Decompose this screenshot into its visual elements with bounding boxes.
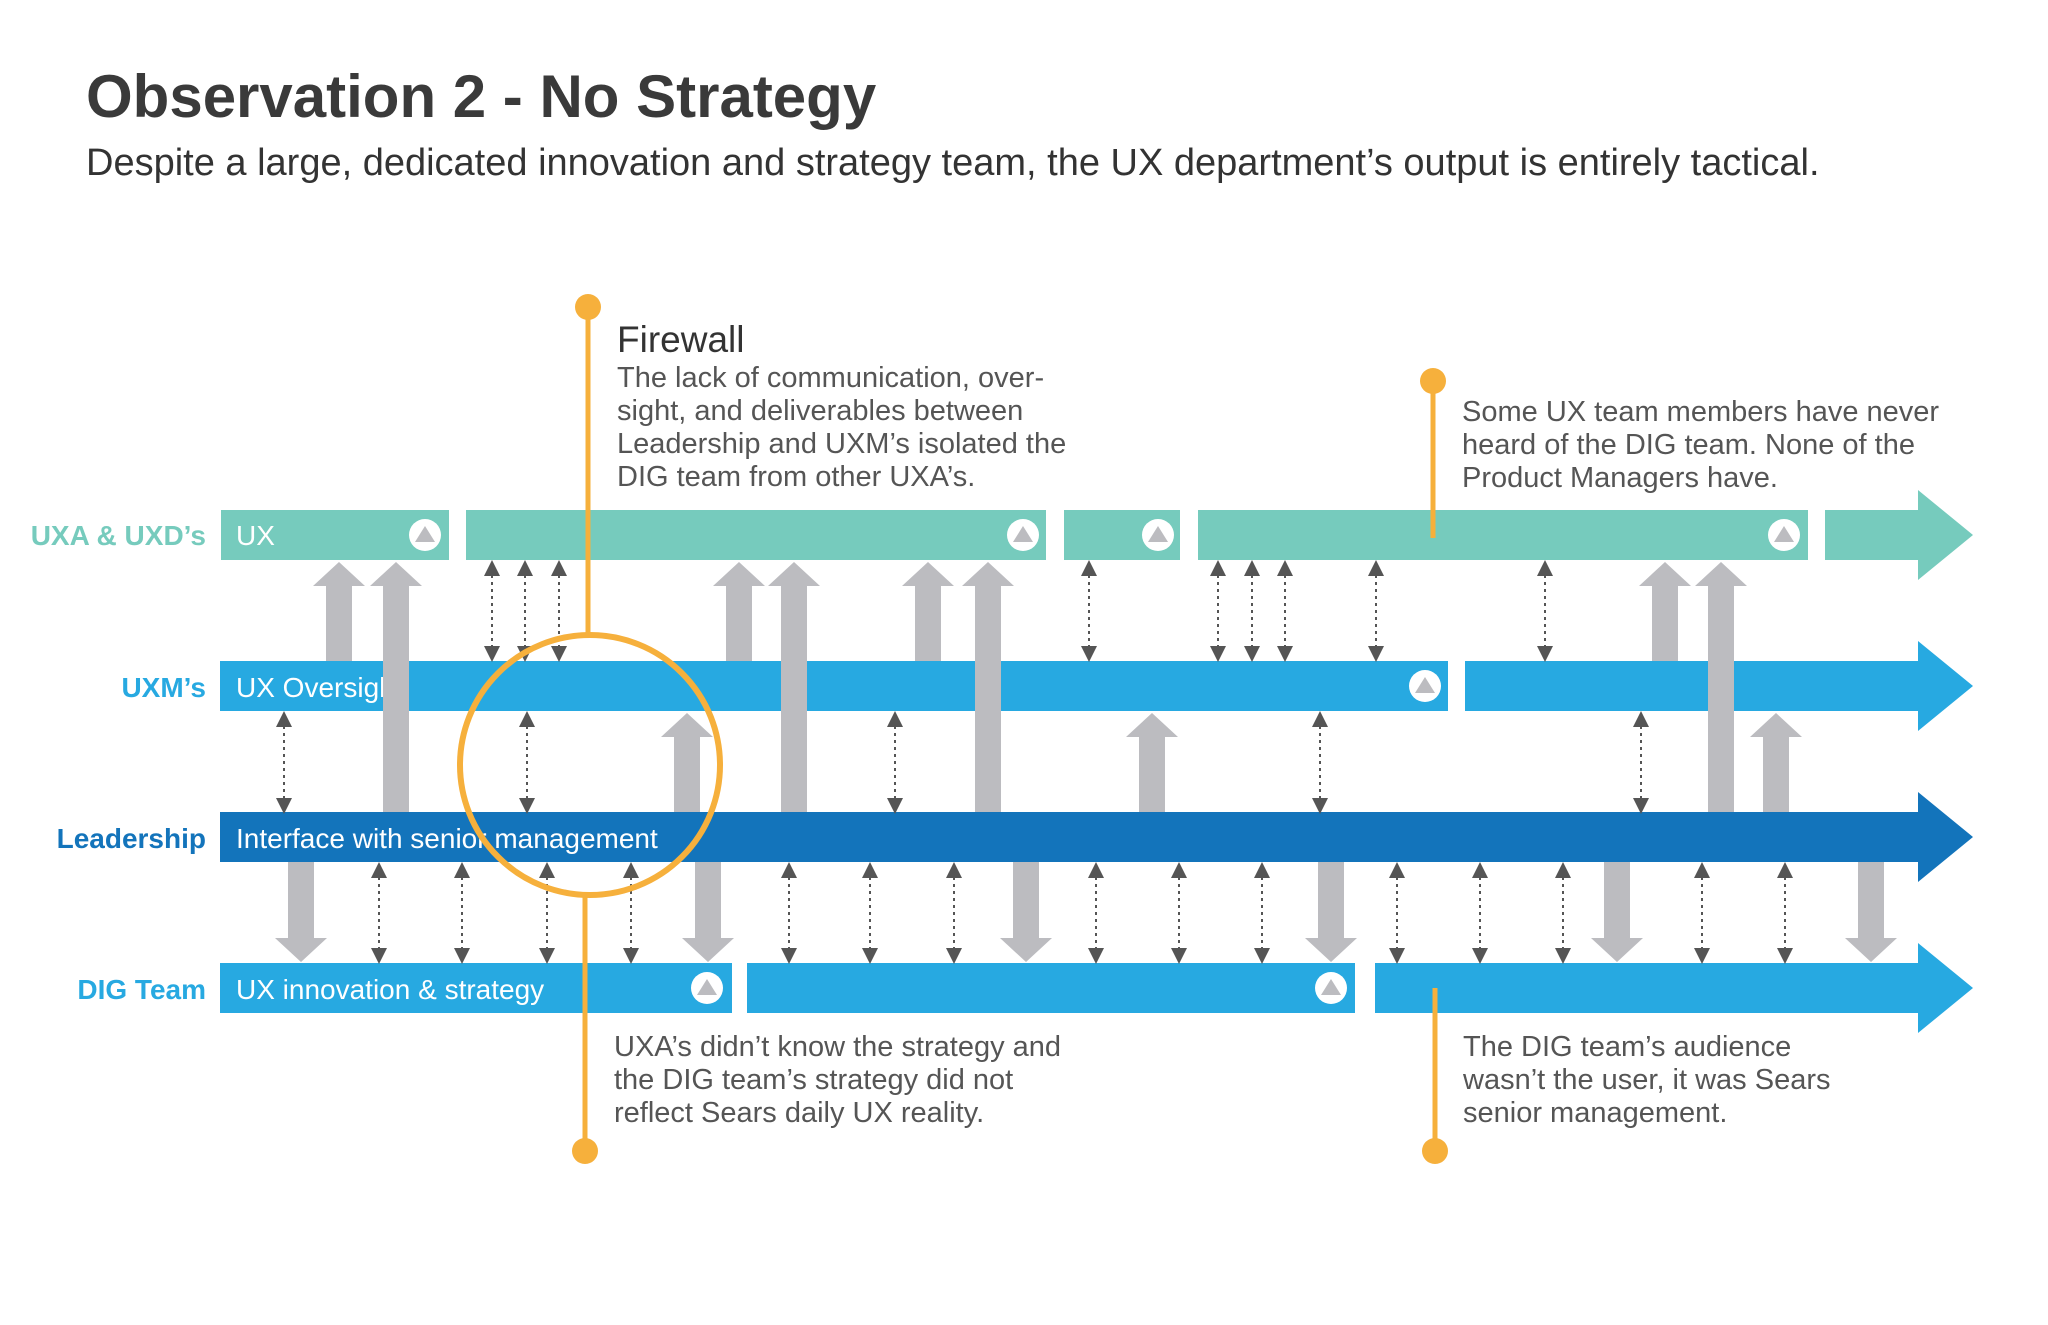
dig-arrow-head xyxy=(1375,943,1973,1033)
gray-flow-arrow xyxy=(1000,862,1052,962)
callout-dot-icon xyxy=(575,294,601,320)
gray-flow-arrow xyxy=(902,562,954,661)
callout-dot-icon xyxy=(1420,368,1446,394)
lane-label-leadership: Leadership xyxy=(57,823,206,854)
gray-flow-arrow xyxy=(1695,562,1747,812)
gray-flow-arrow xyxy=(370,562,422,812)
gray-flow-arrow xyxy=(275,862,327,962)
note-line: wasn’t the user, it was Sears xyxy=(1463,1064,1831,1096)
lane-dig: UX innovation & strategy xyxy=(220,943,1973,1033)
triangle-badges xyxy=(409,519,1800,1004)
gray-flow-arrow xyxy=(682,862,734,962)
triangle-up-icon xyxy=(1148,526,1168,542)
leadership-arrow xyxy=(220,792,1973,882)
note-line: Some UX team members have never xyxy=(1462,396,1940,428)
page-title: Observation 2 - No Strategy xyxy=(86,63,877,130)
firewall-ring xyxy=(457,632,723,898)
callout-audience xyxy=(1422,988,1448,1164)
gray-flow-arrows xyxy=(275,562,1897,962)
note-line: sight, and deliverables between xyxy=(617,395,1024,427)
note-line: reflect Sears daily UX reality. xyxy=(614,1097,985,1129)
note-line: DIG team from other UXA’s. xyxy=(617,461,976,493)
triangle-up-icon xyxy=(1774,526,1794,542)
gray-flow-arrow xyxy=(1126,713,1178,812)
uxm-bar-label: UX Oversight xyxy=(236,672,403,703)
note-line: Product Managers have. xyxy=(1462,462,1778,494)
triangle-up-icon xyxy=(697,979,717,995)
lane-label-dig: DIG Team xyxy=(77,974,206,1005)
triangle-up-icon xyxy=(1013,526,1033,542)
lane-leadership: Interface with senior management xyxy=(220,792,1973,882)
triangle-up-icon xyxy=(1415,677,1435,693)
uxa-bar-segment xyxy=(1198,510,1808,560)
callout-dot-icon xyxy=(1422,1138,1448,1164)
leadership-bar-label: Interface with senior management xyxy=(236,823,658,854)
note-line: The lack of communication, over- xyxy=(617,362,1045,394)
didnt-know-note: UXA’s didn’t know the strategy and the D… xyxy=(614,1031,1154,1130)
callout-didnt-know xyxy=(572,895,598,1164)
dotted-arrows xyxy=(276,560,1793,964)
uxm-bar-segment xyxy=(220,661,1448,711)
note-line: UXA’s didn’t know the strategy and xyxy=(614,1031,1062,1063)
uxa-arrow-head xyxy=(1825,490,1973,580)
lane-uxa: UX xyxy=(221,490,1973,580)
gray-flow-arrow xyxy=(1305,862,1357,962)
firewall-note: Firewall The lack of communication, over… xyxy=(617,318,1137,494)
firewall-title: Firewall xyxy=(617,319,745,360)
gray-flow-arrow xyxy=(1639,562,1691,661)
gray-flow-arrow xyxy=(1750,713,1802,812)
callout-never-heard xyxy=(1420,368,1446,538)
dig-bar-segment xyxy=(220,963,732,1013)
note-line: the DIG team’s strategy did not xyxy=(614,1064,1014,1096)
dig-bar-segment xyxy=(747,963,1355,1013)
gray-flow-arrow xyxy=(313,562,365,661)
triangle-up-icon xyxy=(415,526,435,542)
note-line: The DIG team’s audience xyxy=(1463,1031,1792,1063)
triangle-up-icon xyxy=(1321,979,1341,995)
callout-dot-icon xyxy=(572,1138,598,1164)
callout-firewall xyxy=(457,294,723,898)
gray-flow-arrow xyxy=(661,713,713,812)
note-line: senior management. xyxy=(1463,1097,1728,1129)
never-heard-note: Some UX team members have never heard of… xyxy=(1462,396,2002,495)
gray-flow-arrow xyxy=(713,562,765,661)
uxa-bar-label: UX xyxy=(236,520,275,551)
gray-flow-arrow xyxy=(768,562,820,812)
page-subtitle: Despite a large, dedicated innovation an… xyxy=(86,142,1820,184)
lane-label-uxm: UXM’s xyxy=(121,672,206,703)
uxa-bar-segment xyxy=(466,510,1046,560)
lane-label-uxa: UXA & UXD’s xyxy=(31,520,206,551)
note-line: Leadership and UXM’s isolated the xyxy=(617,428,1067,460)
gray-flow-arrow xyxy=(962,562,1014,812)
gray-flow-arrow xyxy=(1845,862,1897,962)
audience-note: The DIG team’s audience wasn’t the user,… xyxy=(1463,1031,1983,1130)
dig-bar-label: UX innovation & strategy xyxy=(236,974,544,1005)
note-line: heard of the DIG team. None of the xyxy=(1462,429,1915,461)
gray-flow-arrow xyxy=(1591,862,1643,962)
